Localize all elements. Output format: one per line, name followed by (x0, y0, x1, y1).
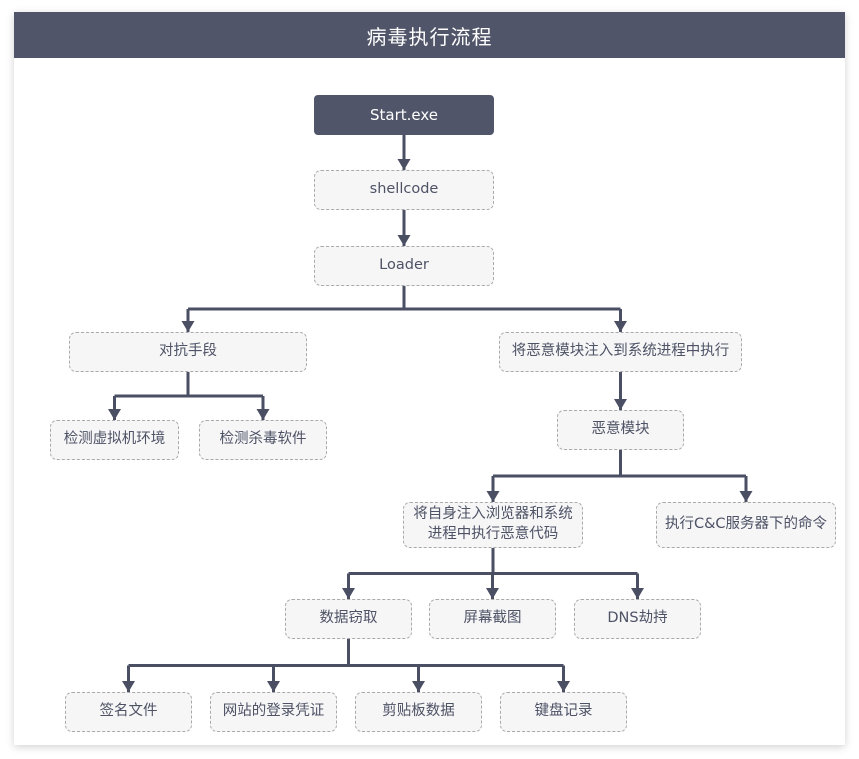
flow-node-label: 数据窃取 (319, 610, 378, 627)
flow-node-label: 剪贴板数据 (382, 703, 455, 720)
flow-node-mal_module[interactable]: 恶意模块 (557, 410, 684, 450)
flow-node-cnc[interactable]: 执行C&C服务器下的命令 (656, 502, 836, 548)
flow-node-loader[interactable]: Loader (314, 246, 494, 286)
flow-node-data_theft[interactable]: 数据窃取 (285, 599, 412, 639)
connector-arrowhead (614, 321, 627, 332)
flow-node-label: 检测虚拟机环境 (63, 431, 166, 448)
flow-node-counter[interactable]: 对抗手段 (69, 332, 307, 372)
connector-arrowhead (486, 588, 499, 599)
connector-arrowhead (486, 491, 500, 502)
connector-arrowhead (181, 321, 195, 332)
flow-node-label: 键盘记录 (534, 703, 593, 720)
flow-node-label: 对抗手段 (159, 343, 217, 360)
flow-node-detect_vm[interactable]: 检测虚拟机环境 (50, 420, 179, 460)
connector-arrowhead (397, 159, 411, 170)
connector-arrowhead (739, 491, 753, 502)
flow-node-label: shellcode (369, 181, 439, 198)
flow-node-inject_br[interactable]: 将自身注入浏览器和系统 进程中执行恶意代码 (403, 502, 583, 548)
flow-node-label: DNS劫持 (607, 610, 668, 627)
flow-node-keylog[interactable]: 键盘记录 (500, 692, 627, 732)
connector-arrowhead (256, 409, 270, 420)
flow-node-clipboard[interactable]: 剪贴板数据 (355, 692, 482, 732)
flow-node-label: 屏幕截图 (463, 610, 522, 627)
flow-node-start[interactable]: Start.exe (314, 95, 494, 135)
flow-node-label: 网站的登录凭证 (222, 703, 325, 720)
flow-node-screenshot[interactable]: 屏幕截图 (429, 599, 556, 639)
flow-node-label: 恶意模块 (591, 421, 650, 438)
flow-node-web_cred[interactable]: 网站的登录凭证 (210, 692, 337, 732)
connector-arrowhead (108, 409, 121, 420)
connector-arrowhead (631, 588, 644, 599)
flow-node-label: 执行C&C服务器下的命令 (664, 516, 828, 533)
flow-node-sign_file[interactable]: 签名文件 (65, 692, 192, 732)
flow-node-dns[interactable]: DNS劫持 (574, 599, 701, 639)
flow-node-label: 将恶意模块注入到系统进程中执行 (511, 343, 730, 360)
connector-arrowhead (412, 681, 425, 692)
connector-arrowhead (267, 681, 280, 692)
flow-node-label: Loader (379, 257, 429, 274)
flow-node-inject_sys[interactable]: 将恶意模块注入到系统进程中执行 (499, 332, 742, 372)
connector-arrowhead (614, 399, 627, 410)
connector-arrowhead (557, 681, 570, 692)
flow-node-shellcode[interactable]: shellcode (314, 170, 494, 210)
card-header: 病毒执行流程 (14, 12, 845, 58)
flow-node-label: Start.exe (369, 105, 439, 124)
flow-node-detect_av[interactable]: 检测杀毒软件 (199, 420, 327, 460)
flow-node-label: 将自身注入浏览器和系统 进程中执行恶意代码 (413, 506, 573, 542)
flow-node-label: 签名文件 (99, 703, 158, 720)
flow-node-label: 检测杀毒软件 (219, 431, 307, 448)
connector-arrowhead (122, 681, 135, 692)
connector-arrowhead (397, 235, 411, 246)
page-title: 病毒执行流程 (366, 24, 493, 49)
connector-arrowhead (342, 588, 355, 599)
flowchart-connectors (108, 135, 753, 692)
